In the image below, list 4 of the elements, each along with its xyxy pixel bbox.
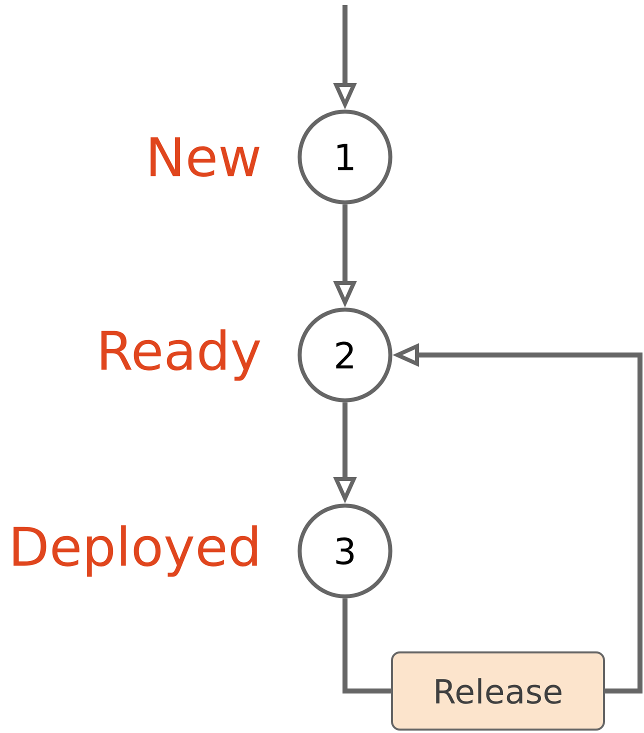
state-label: New	[150, 137, 260, 177]
state-label: Deployed	[14, 525, 257, 577]
label-box: Release	[391, 651, 605, 731]
state-label: Ready	[101, 329, 260, 381]
